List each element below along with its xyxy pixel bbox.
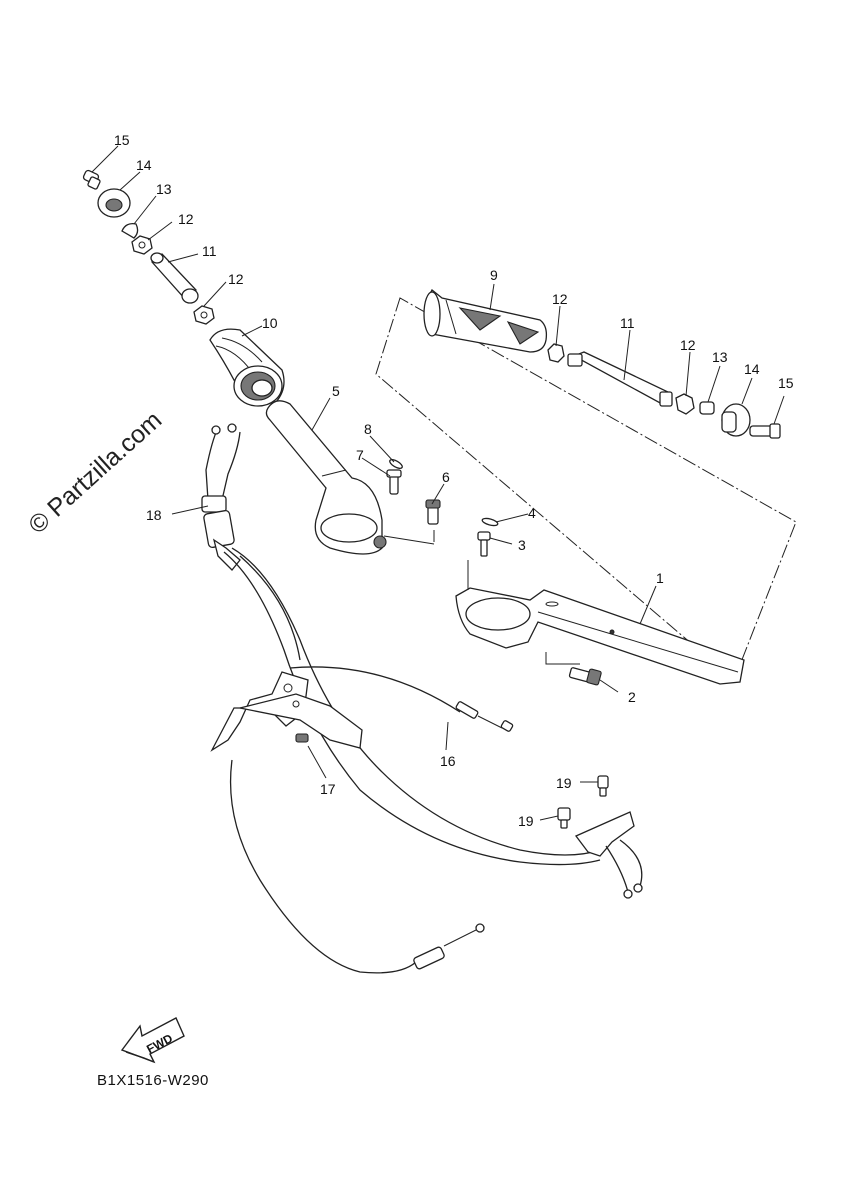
callout-4: 4 [528,505,536,521]
callout-12-left-upper: 12 [178,211,194,227]
part-16-throttle-cable[interactable] [289,666,514,732]
callout-12-right-b: 12 [680,337,696,353]
callout-14-left: 14 [136,157,152,173]
part-1-right-handlebar[interactable] [455,587,745,685]
part-11-right-rod[interactable] [567,351,673,407]
part-8-washer[interactable] [388,458,403,470]
leader-lines [91,145,785,821]
callout-11-right: 11 [620,315,635,331]
callout-6: 6 [442,469,450,485]
callout-15-left: 15 [114,132,130,148]
callout-15-right: 15 [778,375,794,391]
part-19-bolt-upper[interactable] [597,775,609,797]
part-14-right-weight[interactable] [721,403,751,437]
part-12-right-nut-b[interactable] [675,393,695,415]
callout-16: 16 [440,753,456,769]
watermark: © Partzilla.com [23,406,167,540]
callout-14-right: 14 [744,361,760,377]
part-14-left-weight[interactable] [97,188,131,218]
part-11-left-rod[interactable] [150,252,199,304]
callout-9: 9 [490,267,498,283]
callout-19-upper: 19 [556,775,572,791]
part-9-right-grip[interactable] [423,289,548,353]
callout-18: 18 [146,507,162,523]
part-15-left-bolt[interactable] [82,169,101,190]
part-3-screw[interactable] [477,531,491,557]
callout-1: 1 [656,570,664,586]
cable-run-main [223,547,601,866]
part-13-right-clip[interactable] [699,401,715,415]
callout-7: 7 [356,447,364,463]
fwd-arrow-icon: FWD [120,1017,185,1064]
callout-12-left-lower: 12 [228,271,244,287]
part-15-right-bolt[interactable] [749,423,781,439]
part-5-left-handlebar[interactable] [265,400,387,555]
callout-17: 17 [320,781,336,797]
callout-12-right-a: 12 [552,291,568,307]
part-4-washer[interactable] [481,517,499,527]
part-17-bracket[interactable] [210,671,485,974]
callout-13-right: 13 [712,349,728,365]
callout-8: 8 [364,421,372,437]
part-19-bolt-lower[interactable] [557,807,571,829]
part-12-left-nut-upper[interactable] [131,235,153,255]
part-6-bolt[interactable] [425,499,441,525]
callout-11-left: 11 [202,243,217,259]
part-10-throttle-grip[interactable] [209,328,285,407]
callout-3: 3 [518,537,526,553]
part-13-left-clip[interactable] [121,223,139,239]
right-cable-bracket [574,811,643,899]
callout-2: 2 [628,689,636,705]
callout-13-left: 13 [156,181,172,197]
part-12-left-nut-lower[interactable] [193,305,215,325]
callout-10: 10 [262,315,278,331]
callout-5: 5 [332,383,340,399]
part-18-cable-unit[interactable] [201,423,241,571]
part-12-right-nut-a[interactable] [547,343,565,363]
diagram-code: B1X1516-W290 [97,1072,209,1089]
watermark-text: © Partzilla.com [23,406,167,540]
callout-19-lower: 19 [518,813,534,829]
callout-labels: 1 2 3 4 5 6 7 8 9 10 11 11 12 12 12 12 1… [114,132,794,829]
part-7-screw[interactable] [386,469,402,495]
part-2-bolt[interactable] [568,667,602,686]
